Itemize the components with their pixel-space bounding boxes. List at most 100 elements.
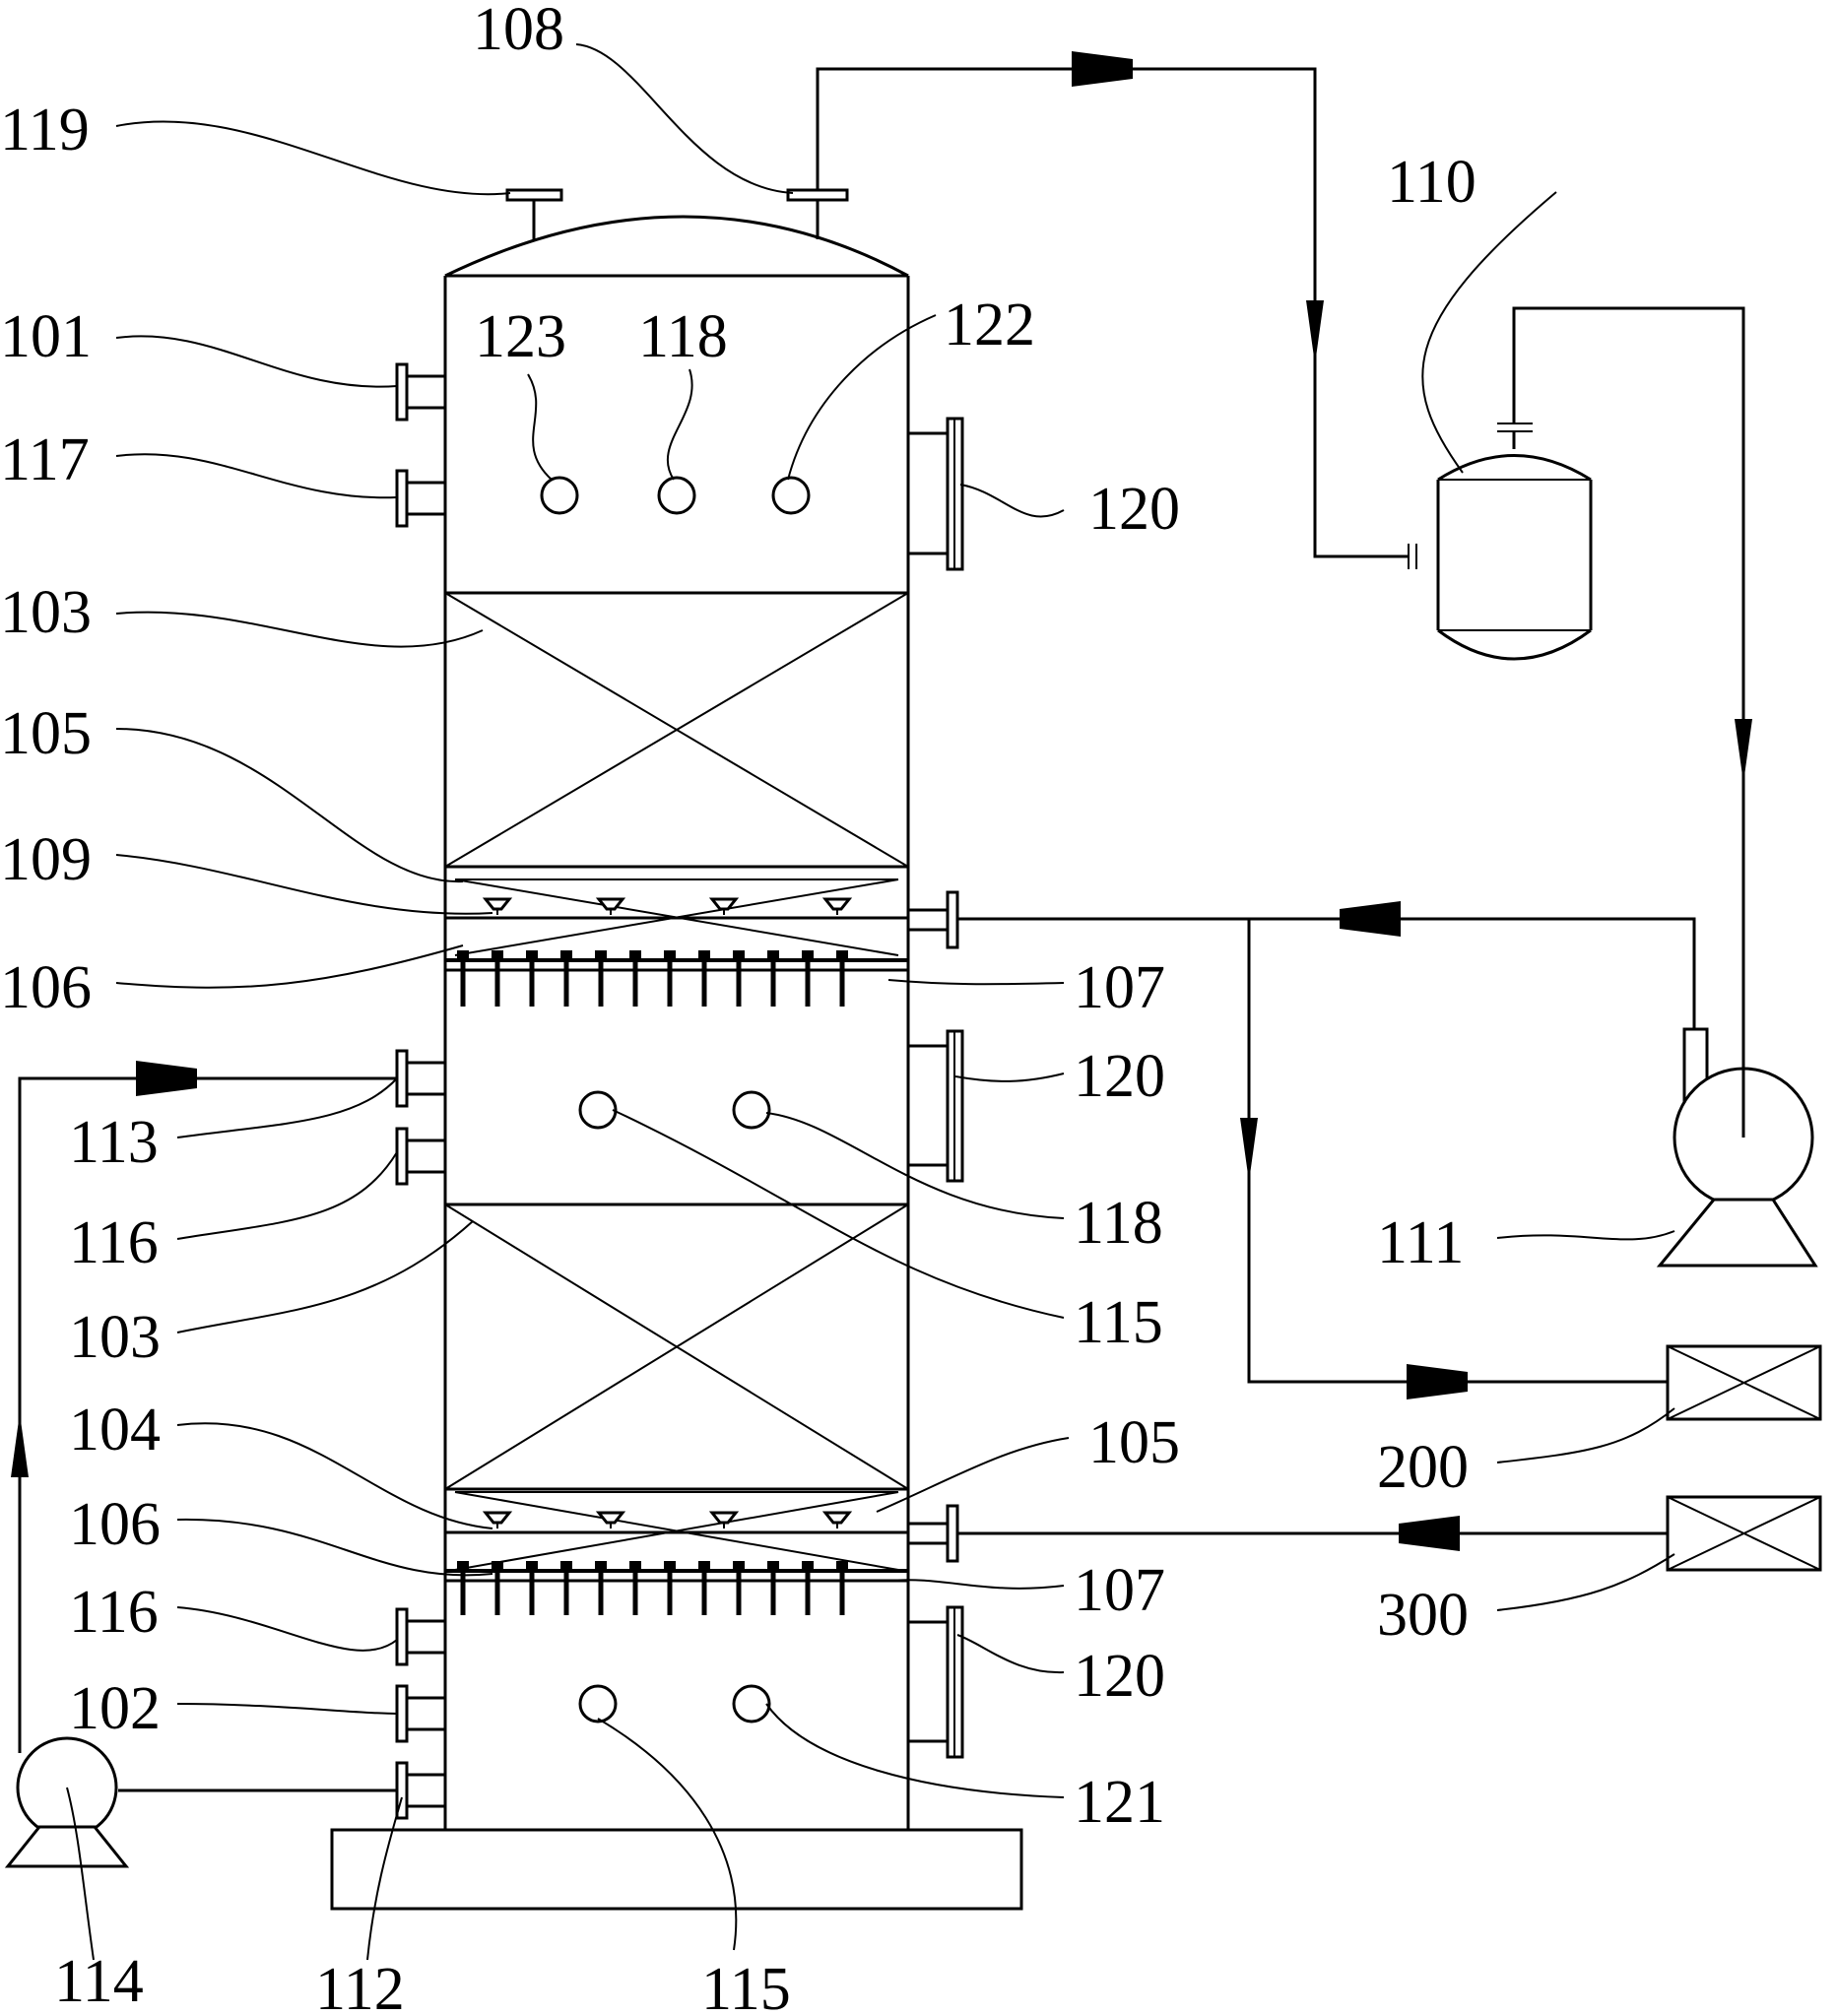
label-121: 121 xyxy=(1074,1769,1165,1836)
tank-110 xyxy=(1436,423,1593,661)
spray-nozzle xyxy=(821,897,853,915)
liquid-inlet-lower xyxy=(908,1504,959,1563)
port-118-mid xyxy=(732,1090,771,1130)
label-102: 102 xyxy=(69,1675,161,1742)
label-122: 122 xyxy=(944,292,1035,358)
label-105-upper: 105 xyxy=(0,700,92,767)
spray-nozzle xyxy=(482,1511,513,1528)
tower-shell xyxy=(443,215,910,1830)
label-123: 123 xyxy=(475,303,566,370)
packing-bed-upper xyxy=(444,591,909,869)
port-115-mid xyxy=(578,1090,618,1130)
unit-300 xyxy=(1666,1495,1822,1572)
distributor-tube xyxy=(560,1561,572,1615)
label-105-lower: 105 xyxy=(1088,1409,1180,1476)
reflux-line xyxy=(957,901,1696,1029)
manhole-120-top xyxy=(908,417,964,571)
distributor-tube xyxy=(836,950,848,1007)
label-110: 110 xyxy=(1387,149,1476,216)
side-nozzle-113 xyxy=(395,1049,445,1108)
distributor-tube xyxy=(457,1561,469,1615)
distributor-tube xyxy=(802,950,814,1007)
distributor-tube xyxy=(526,950,538,1007)
label-107-upper: 107 xyxy=(1074,954,1165,1021)
distributor-tube xyxy=(836,1561,848,1615)
label-111: 111 xyxy=(1377,1209,1464,1276)
label-104: 104 xyxy=(69,1397,161,1463)
distributor-tube xyxy=(733,1561,745,1615)
label-300: 300 xyxy=(1377,1582,1469,1649)
label-120-top: 120 xyxy=(1088,476,1180,543)
label-115-bottom: 115 xyxy=(701,1956,791,2016)
label-116-upper: 116 xyxy=(69,1209,159,1276)
unit-200 xyxy=(1666,1344,1822,1421)
gas-distributor-tubes-upper xyxy=(457,950,848,1007)
distributor-tube xyxy=(698,950,710,1007)
vapor-line-to-tank xyxy=(816,51,1409,558)
distributor-tube xyxy=(698,1561,710,1615)
port-122 xyxy=(771,476,811,515)
distributor-tube xyxy=(595,950,607,1007)
distributor-tube xyxy=(492,1561,503,1615)
pump-111 xyxy=(1656,1027,1818,1268)
product-line-to-200 xyxy=(1240,919,1668,1399)
label-118-mid: 118 xyxy=(1074,1190,1163,1257)
distributor-tube xyxy=(629,950,641,1007)
distributor-tube xyxy=(457,950,469,1007)
label-103-upper: 103 xyxy=(0,579,92,646)
labels: 119 108 101 117 123 118 122 120 110 103 … xyxy=(0,0,1476,2016)
distributor-tube xyxy=(526,1561,538,1615)
label-200: 200 xyxy=(1377,1434,1469,1501)
spray-nozzles-upper xyxy=(482,897,853,915)
label-109: 109 xyxy=(0,826,92,893)
side-nozzle-117 xyxy=(395,469,445,528)
label-108: 108 xyxy=(473,0,564,63)
spray-nozzle xyxy=(595,1511,626,1528)
spray-nozzle xyxy=(595,897,626,915)
distributor-tube xyxy=(802,1561,814,1615)
side-nozzle-112 xyxy=(395,1761,445,1820)
label-106-lower: 106 xyxy=(69,1491,161,1558)
circulation-line xyxy=(11,1061,397,1792)
distributor-tube xyxy=(560,950,572,1007)
label-119: 119 xyxy=(0,97,90,163)
label-106-upper: 106 xyxy=(0,954,92,1021)
distributor-tube xyxy=(595,1561,607,1615)
port-118-top xyxy=(657,476,696,515)
label-120-bottom: 120 xyxy=(1074,1643,1165,1710)
label-114: 114 xyxy=(54,1948,144,2015)
side-nozzle-116-lower xyxy=(395,1607,445,1666)
top-nozzle-119 xyxy=(505,188,563,239)
label-115-mid: 115 xyxy=(1074,1289,1163,1356)
manhole-120-bottom xyxy=(908,1605,964,1759)
distributor-tube xyxy=(664,950,676,1007)
side-nozzle-101 xyxy=(395,362,445,422)
side-nozzle-102 xyxy=(395,1684,445,1743)
distributor-tube xyxy=(767,950,779,1007)
spray-nozzle xyxy=(708,897,740,915)
distributor-tube xyxy=(733,950,745,1007)
label-112: 112 xyxy=(315,1956,405,2016)
port-121 xyxy=(732,1684,771,1723)
label-107-lower: 107 xyxy=(1074,1557,1165,1624)
liquid-distributor-lower xyxy=(445,1491,908,1583)
spray-nozzles-lower xyxy=(482,1511,853,1528)
label-117: 117 xyxy=(0,426,90,493)
distributor-tube xyxy=(767,1561,779,1615)
side-nozzle-116-upper xyxy=(395,1127,445,1186)
pump-114 xyxy=(4,1736,130,1868)
manhole-120-mid xyxy=(908,1029,964,1183)
label-120-mid: 120 xyxy=(1074,1043,1165,1110)
spray-nozzle xyxy=(708,1511,740,1528)
feed-line-from-300 xyxy=(957,1516,1668,1551)
liquid-inlet-upper xyxy=(908,890,959,949)
label-101: 101 xyxy=(0,303,92,370)
spray-nozzle xyxy=(482,897,513,915)
label-116-lower: 116 xyxy=(69,1579,159,1646)
distributor-tube xyxy=(664,1561,676,1615)
tower-base xyxy=(330,1828,1023,1911)
distributor-tube xyxy=(629,1561,641,1615)
label-118-top: 118 xyxy=(638,303,728,370)
label-103-lower: 103 xyxy=(69,1304,161,1371)
